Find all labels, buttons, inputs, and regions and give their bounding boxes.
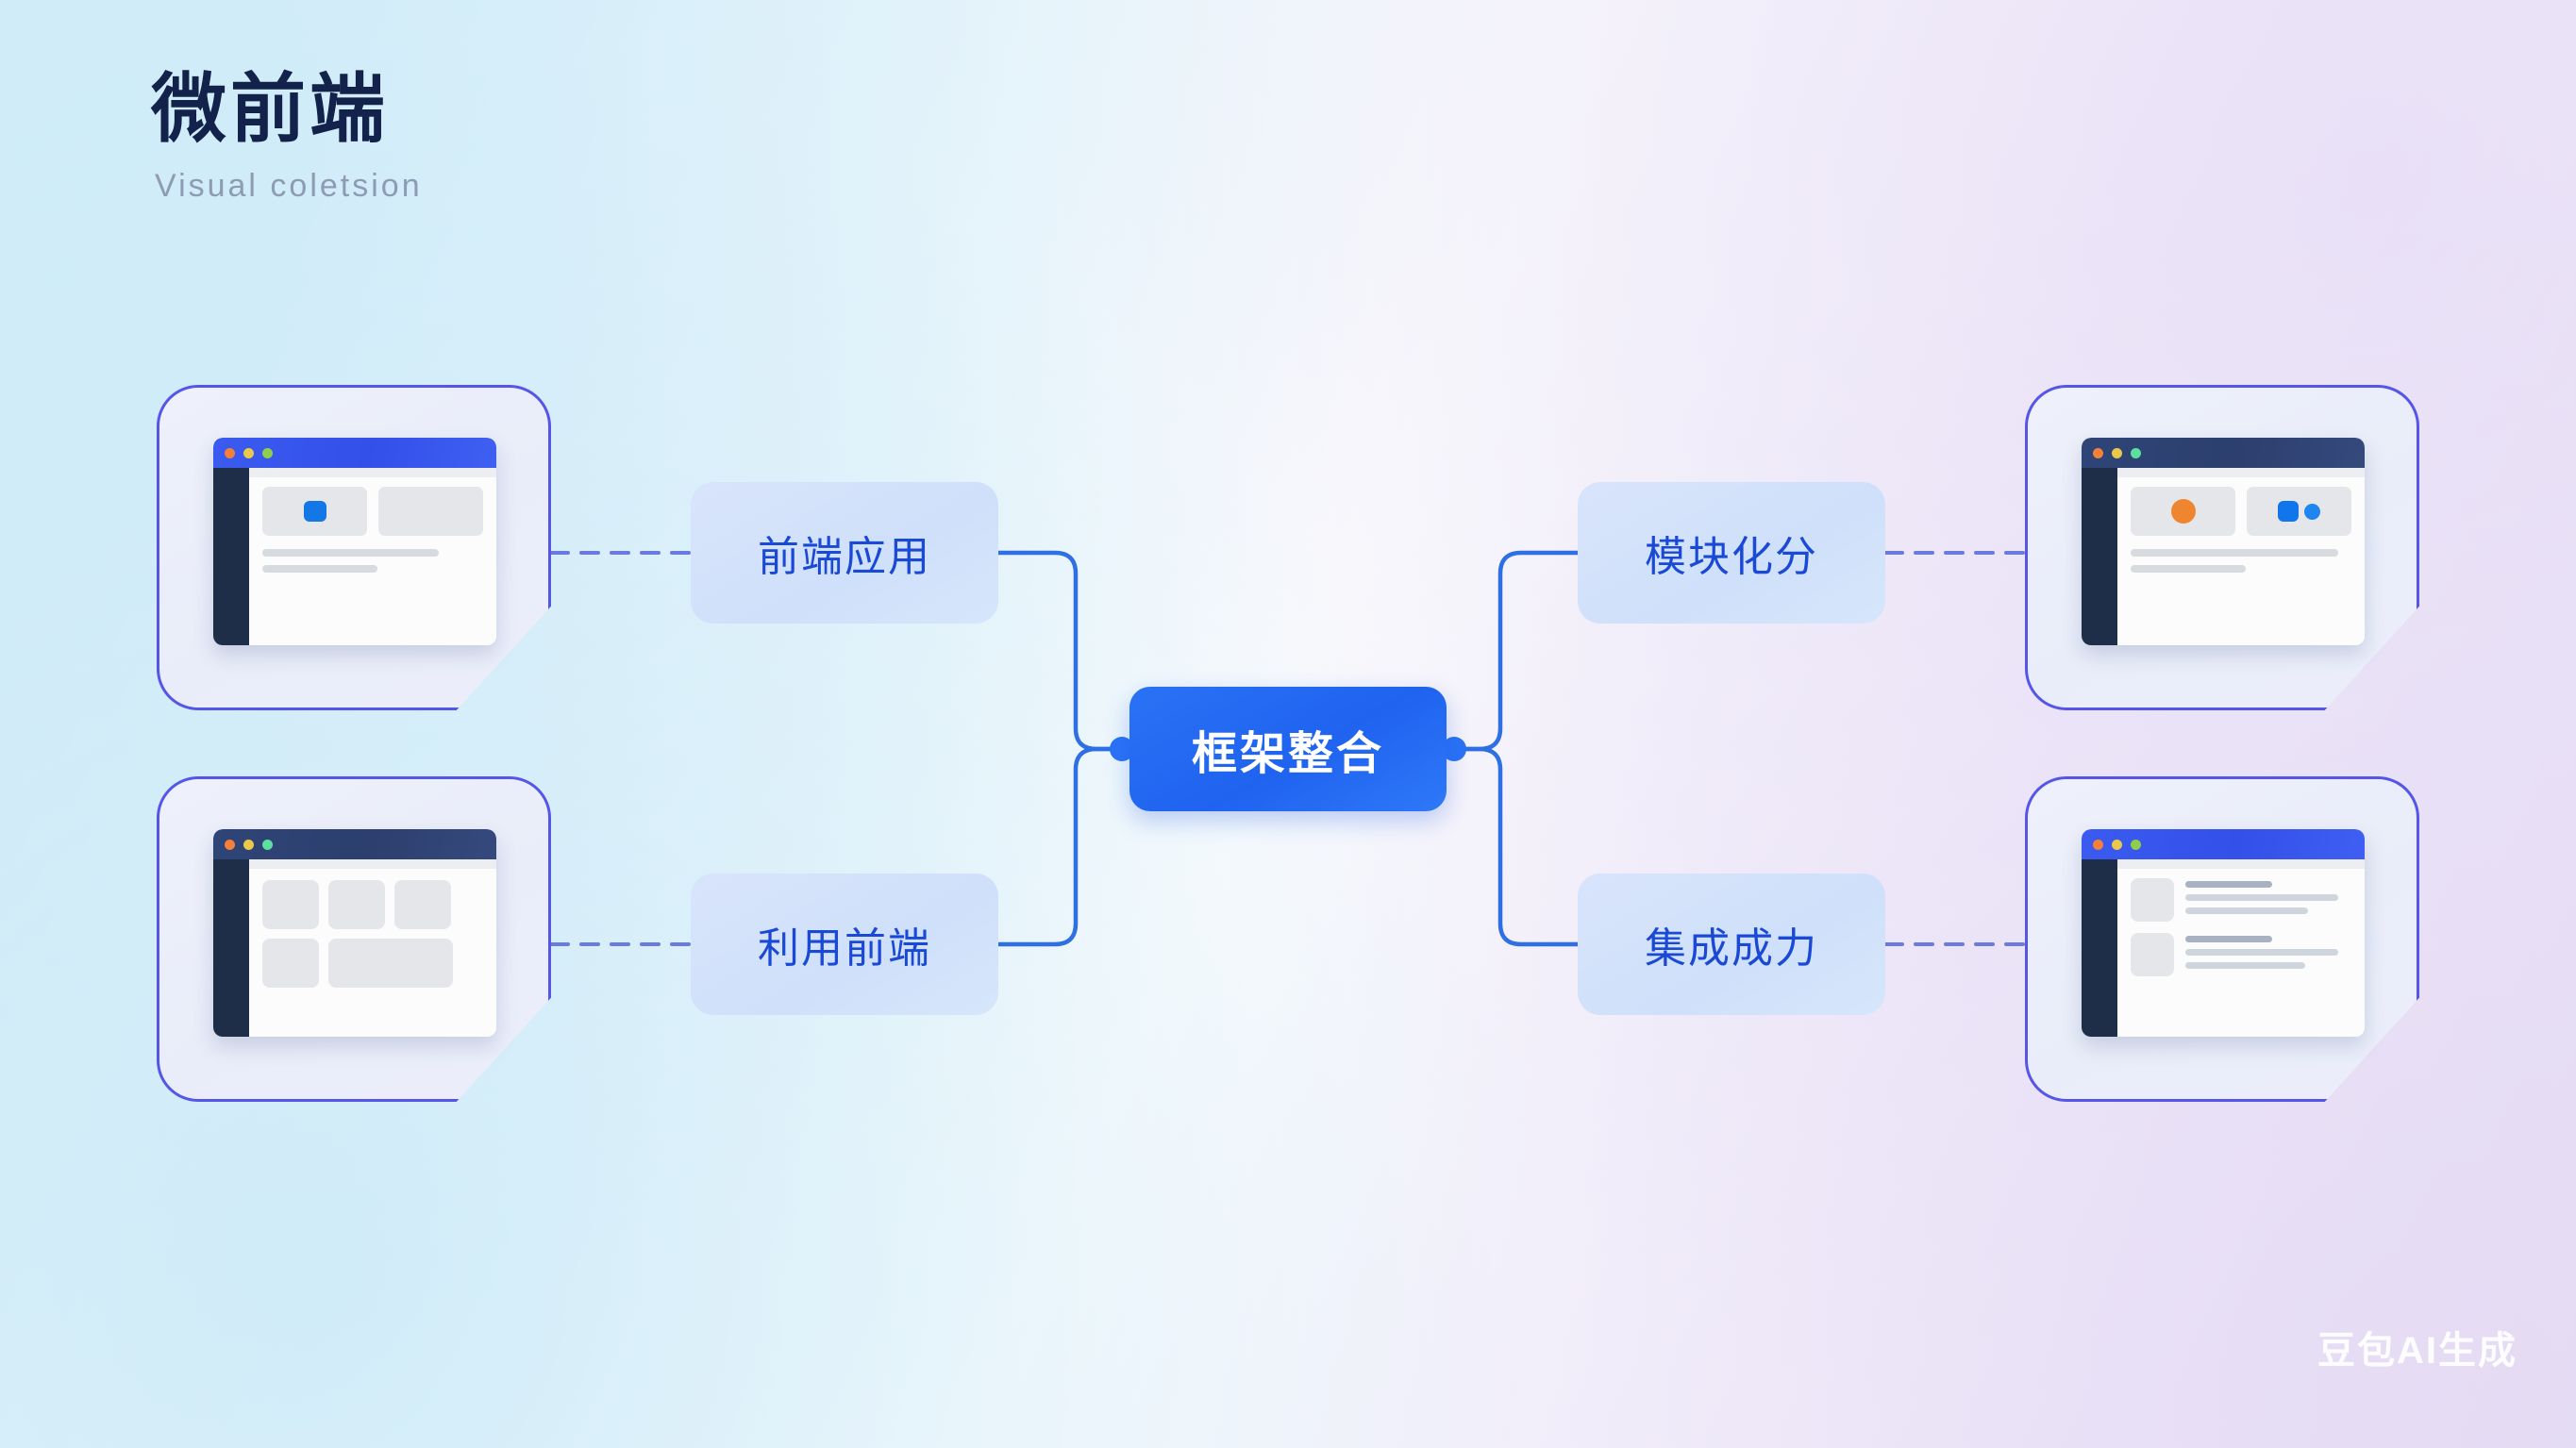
content-tile bbox=[2131, 487, 2235, 536]
window-titlebar bbox=[2082, 829, 2365, 859]
grid-cell bbox=[328, 939, 453, 988]
traffic-light-close-icon bbox=[2093, 839, 2103, 850]
window-sidebar bbox=[2082, 859, 2117, 1037]
branch-node-right-top[interactable]: 模块化分 bbox=[1578, 482, 1885, 624]
traffic-light-maximize-icon bbox=[2131, 447, 2141, 458]
content-tile bbox=[378, 487, 483, 536]
illustration-card-left-top bbox=[157, 385, 551, 710]
page-title: 微前端 bbox=[151, 67, 389, 151]
list-item bbox=[2131, 878, 2351, 922]
content-text-lines bbox=[262, 549, 483, 573]
illustration-card-left-bottom bbox=[157, 776, 551, 1102]
blue-circles-icon bbox=[2278, 501, 2320, 522]
elbow-left-top bbox=[995, 550, 1124, 752]
traffic-light-minimize-icon bbox=[2112, 447, 2122, 458]
content-tile-row bbox=[2131, 487, 2351, 536]
orange-circle-icon bbox=[2170, 499, 2196, 524]
blue-circle-icon bbox=[2304, 503, 2320, 520]
branch-node-right-bottom[interactable]: 集成成力 bbox=[1578, 874, 1885, 1015]
window-sidebar bbox=[2082, 468, 2117, 645]
grid-cell bbox=[328, 880, 385, 929]
window-content bbox=[2117, 468, 2365, 645]
text-line bbox=[2185, 894, 2338, 901]
content-tile-row bbox=[262, 487, 483, 536]
list-thumbnail bbox=[2131, 878, 2174, 922]
traffic-light-maximize-icon bbox=[262, 447, 273, 458]
content-tile bbox=[2247, 487, 2351, 536]
browser-window-mockup bbox=[2082, 829, 2365, 1037]
blue-rounded-square-icon bbox=[2278, 501, 2299, 522]
branch-node-left-top[interactable]: 前端应用 bbox=[691, 482, 998, 624]
grid-cell bbox=[262, 939, 319, 988]
browser-window-mockup bbox=[2082, 438, 2365, 645]
window-body bbox=[2082, 859, 2365, 1037]
elbow-left-bottom bbox=[995, 746, 1124, 947]
list-item bbox=[2131, 933, 2351, 976]
traffic-light-minimize-icon bbox=[2112, 839, 2122, 850]
center-node[interactable]: 框架整合 bbox=[1129, 687, 1447, 811]
content-tile bbox=[262, 487, 367, 536]
text-line bbox=[2131, 565, 2246, 573]
grid-cell bbox=[262, 880, 319, 929]
grid-cell bbox=[394, 880, 451, 929]
blue-square-icon bbox=[303, 501, 326, 522]
text-line bbox=[262, 549, 440, 557]
text-line bbox=[262, 565, 377, 573]
page-header: 微前端 Visual coletsion bbox=[151, 72, 423, 205]
text-line bbox=[2185, 949, 2338, 956]
traffic-light-minimize-icon bbox=[243, 839, 254, 850]
window-body bbox=[213, 468, 496, 645]
list-text-lines bbox=[2185, 933, 2351, 976]
window-content bbox=[249, 859, 496, 1037]
traffic-light-maximize-icon bbox=[262, 839, 273, 850]
text-line bbox=[2185, 907, 2309, 914]
text-line bbox=[2185, 881, 2272, 888]
traffic-light-close-icon bbox=[225, 839, 235, 850]
illustration-card-right-top bbox=[2025, 385, 2419, 710]
window-content bbox=[249, 468, 496, 645]
browser-window-mockup bbox=[213, 438, 496, 645]
window-titlebar bbox=[2082, 438, 2365, 468]
branch-node-left-bottom[interactable]: 利用前端 bbox=[691, 874, 998, 1015]
browser-window-mockup bbox=[213, 829, 496, 1037]
traffic-light-close-icon bbox=[2093, 447, 2103, 458]
text-line bbox=[2131, 549, 2338, 557]
window-body bbox=[213, 859, 496, 1037]
window-content bbox=[2117, 859, 2365, 1037]
traffic-light-close-icon bbox=[225, 447, 235, 458]
window-sidebar bbox=[213, 859, 249, 1037]
elbow-right-top bbox=[1452, 550, 1581, 752]
window-sidebar bbox=[213, 468, 249, 645]
illustration-card-right-bottom bbox=[2025, 776, 2419, 1102]
traffic-light-maximize-icon bbox=[2131, 839, 2141, 850]
list-text-lines bbox=[2185, 878, 2351, 922]
text-line bbox=[2185, 936, 2272, 942]
list-thumbnail bbox=[2131, 933, 2174, 976]
text-line bbox=[2185, 962, 2305, 969]
traffic-light-minimize-icon bbox=[243, 447, 254, 458]
watermark: 豆包AI生成 bbox=[2317, 1330, 2517, 1372]
page-subtitle: Visual coletsion bbox=[155, 168, 423, 204]
content-text-lines bbox=[2131, 549, 2351, 573]
window-body bbox=[2082, 468, 2365, 645]
window-titlebar bbox=[213, 829, 496, 859]
content-grid bbox=[262, 878, 483, 988]
elbow-right-bottom bbox=[1452, 746, 1581, 947]
window-titlebar bbox=[213, 438, 496, 468]
